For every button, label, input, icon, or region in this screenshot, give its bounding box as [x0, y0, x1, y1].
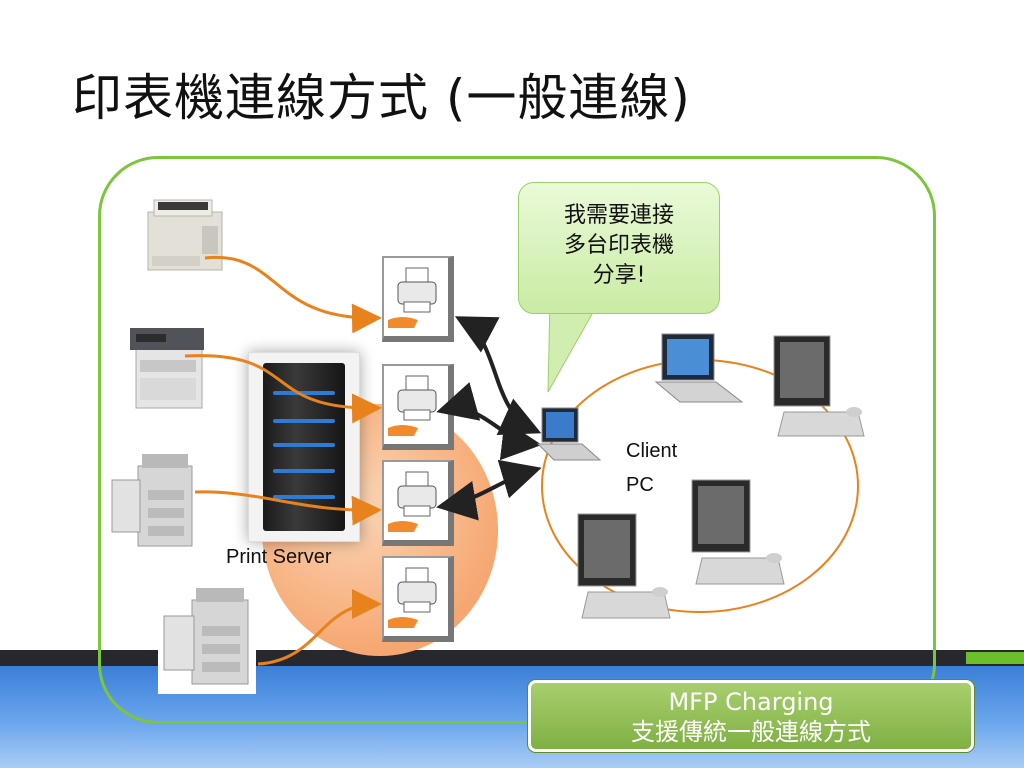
bottom-dark-band	[0, 650, 1024, 666]
server-tower-icon	[263, 363, 345, 531]
bubble-line: 我需要連接	[563, 203, 674, 228]
print-queue-tile	[382, 556, 454, 642]
print-server-image	[248, 352, 360, 542]
print-queue-icon	[388, 471, 437, 532]
crt-monitor-pc-icon	[577, 513, 671, 619]
crt-monitor-pc-icon	[691, 479, 785, 585]
laser-printer-icon	[147, 199, 223, 271]
bubble-line: 分享!	[592, 263, 646, 288]
speech-bubble: 我需要連接 多台印表機 分享!	[518, 182, 720, 314]
large-copier-icon-2	[163, 588, 249, 685]
client-label-line2: PC	[626, 474, 654, 496]
bubble-line: 多台印表機	[563, 233, 674, 258]
large-copier-icon	[111, 454, 193, 547]
orange-link	[257, 589, 382, 666]
print-queue-icon	[388, 567, 437, 628]
crt-monitor-pc-icon	[773, 335, 865, 437]
mfp-box-line1: MFP Charging	[668, 688, 834, 716]
slide-title: 印表機連線方式 (一般連線)	[72, 69, 691, 127]
mfp-copier-icon	[130, 328, 204, 409]
mfp-box-line2: 支援傳統一般連線方式	[631, 718, 871, 746]
diagram-frame	[98, 156, 936, 724]
print-queue-icon	[388, 267, 437, 328]
print-queue-icon	[388, 375, 437, 436]
bubble-tail	[547, 300, 601, 393]
laptop-icon	[654, 333, 744, 403]
orange-link	[194, 490, 382, 526]
orange-link	[204, 255, 382, 334]
client-label-line1: Client	[626, 440, 678, 462]
bottom-green-accent	[966, 652, 1024, 664]
print-queue-tile	[382, 256, 454, 342]
laptop-icon	[536, 407, 602, 461]
print-server-label: Print Server	[226, 546, 332, 568]
black-link	[436, 382, 542, 461]
mfp-charging-box: MFP Charging 支援傳統一般連線方式	[528, 680, 974, 752]
black-link	[436, 459, 542, 521]
orange-link	[184, 354, 382, 424]
